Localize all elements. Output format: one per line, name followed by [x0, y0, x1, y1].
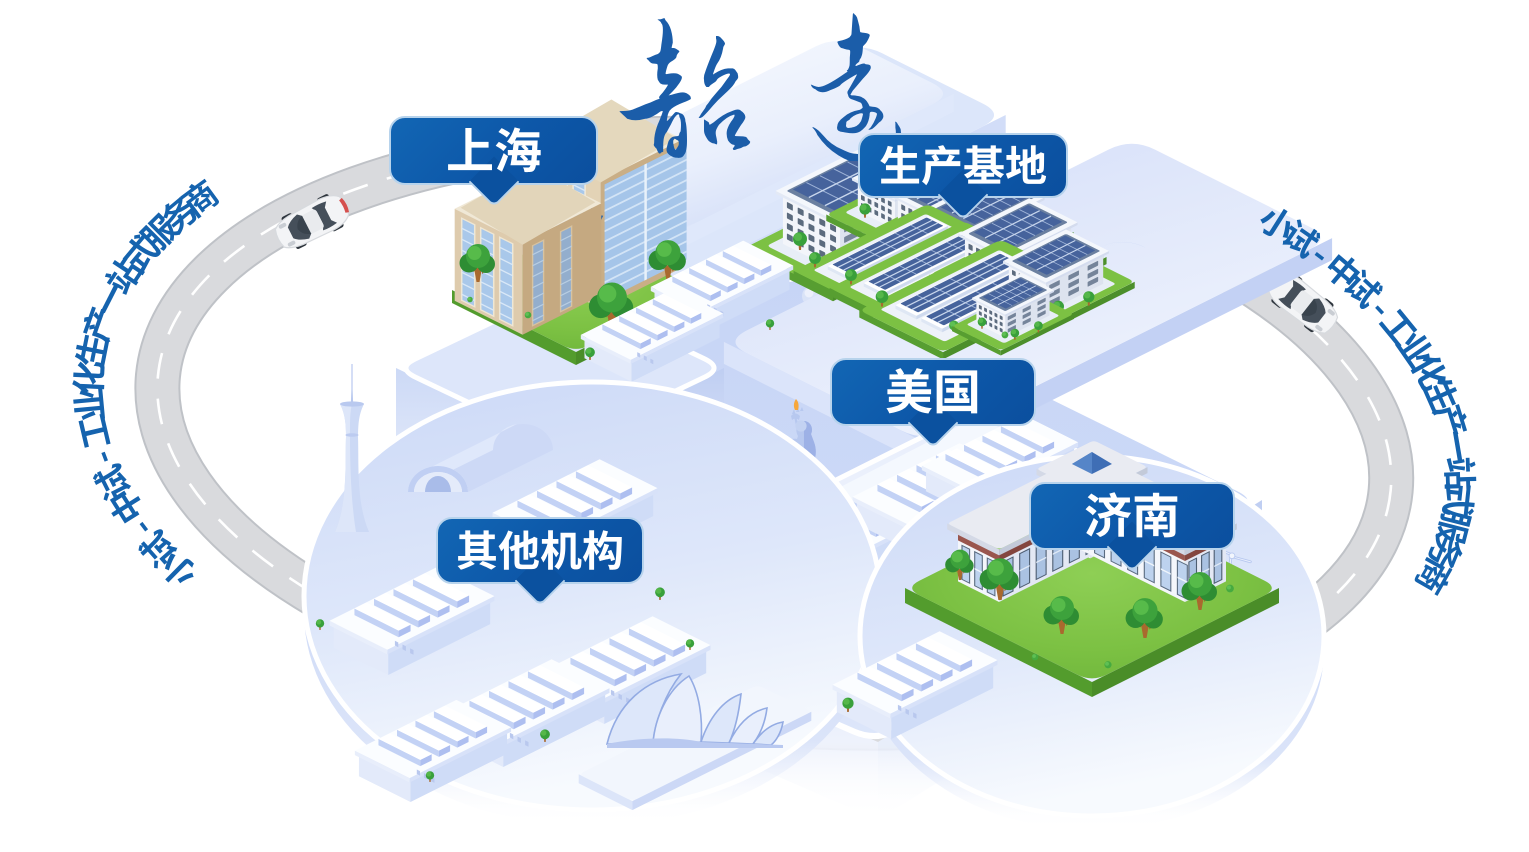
callout-production-base[interactable] — [858, 133, 1068, 198]
callout-other-institutions[interactable] — [436, 517, 644, 584]
callout-production-base-label — [879, 144, 1047, 187]
callout-shanghai-label — [446, 126, 542, 175]
callout-jinan-label — [1084, 491, 1180, 540]
callout-jinan[interactable] — [1029, 482, 1235, 550]
callout-usa-label — [885, 367, 981, 416]
callout-other-institutions-label — [456, 529, 624, 572]
callout-shanghai[interactable] — [389, 116, 598, 185]
callout-usa[interactable] — [830, 358, 1036, 426]
